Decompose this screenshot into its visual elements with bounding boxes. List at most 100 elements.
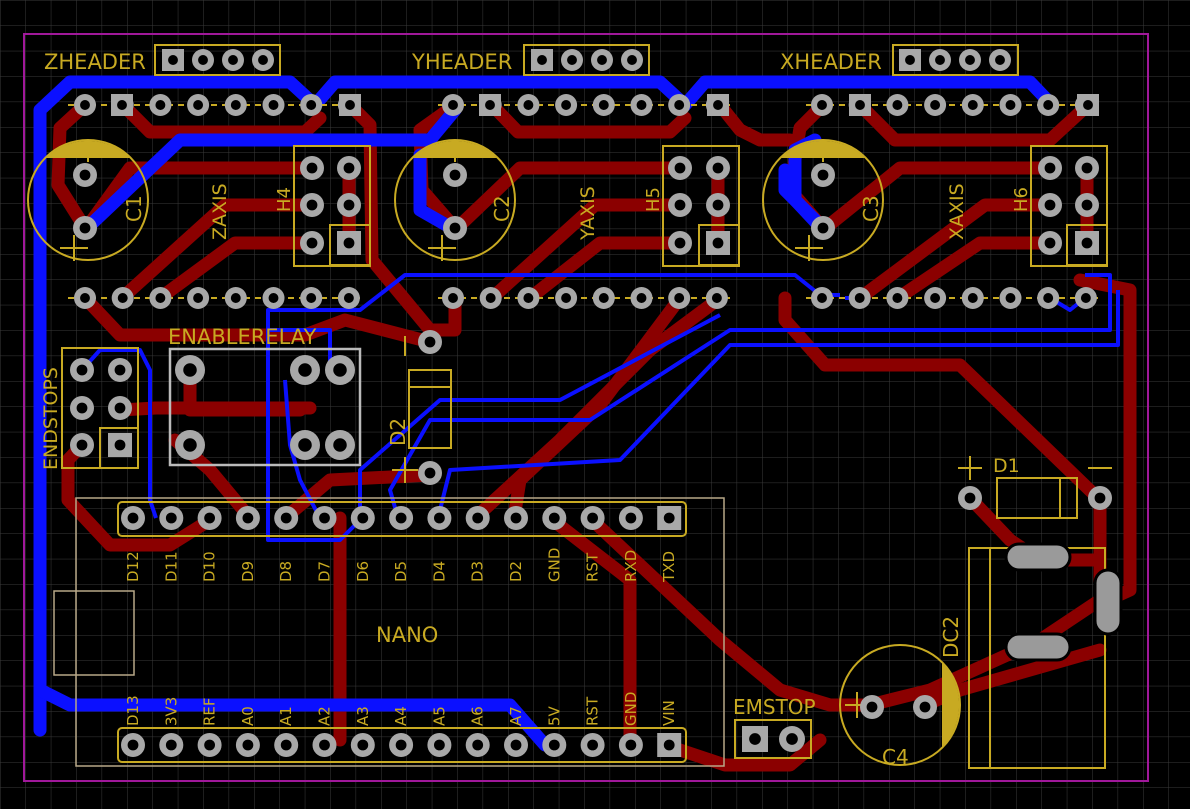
driver-bottom-pad[interactable] — [149, 287, 172, 309]
dc2-pads[interactable] — [1004, 542, 1123, 662]
driver-bottom-pad[interactable] — [924, 287, 947, 309]
driver-top-square-pad[interactable] — [111, 94, 133, 116]
driver-bottom-pad[interactable] — [442, 287, 464, 309]
xheader-pad[interactable] — [899, 49, 921, 71]
driver-top-pad[interactable] — [555, 94, 578, 116]
driver-bottom-pad[interactable] — [300, 287, 323, 309]
driver-bottom-pad[interactable] — [999, 287, 1022, 309]
relay-pad[interactable] — [290, 355, 320, 385]
h-pad[interactable] — [300, 193, 324, 217]
nano-top-pad[interactable] — [427, 506, 452, 530]
zheader-pad[interactable] — [192, 49, 214, 71]
h-pad[interactable] — [300, 156, 324, 180]
nano-top-pad[interactable] — [312, 506, 337, 530]
h-pad[interactable] — [1038, 156, 1062, 180]
driver-bottom-pad[interactable] — [592, 287, 615, 309]
driver-top-pad[interactable] — [811, 94, 833, 116]
driver-bottom-pad[interactable] — [705, 287, 728, 309]
driver-top-pad[interactable] — [1037, 94, 1060, 116]
h-pad[interactable] — [337, 156, 361, 180]
nano-top-pad[interactable] — [235, 506, 260, 530]
xheader-pad[interactable] — [959, 49, 981, 71]
driver-top-pad[interactable] — [668, 94, 691, 116]
relay-pad[interactable] — [325, 355, 355, 385]
nano-bottom-pad[interactable] — [465, 733, 490, 757]
h-pad[interactable] — [1038, 193, 1062, 217]
endstop-pad[interactable] — [70, 396, 94, 420]
nano-top-pad[interactable] — [121, 506, 145, 530]
yheader-pad[interactable] — [621, 49, 643, 71]
nano-top-pad[interactable] — [197, 506, 222, 530]
driver-bottom-pad[interactable] — [262, 287, 285, 309]
h-pad[interactable] — [1075, 156, 1099, 180]
h-pad[interactable] — [337, 231, 361, 255]
driver-bottom-pad[interactable] — [517, 287, 540, 309]
xheader-pad[interactable] — [929, 49, 951, 71]
driver-bottom-pad[interactable] — [668, 287, 691, 309]
xheader-pad[interactable] — [989, 49, 1011, 71]
nano-bottom-pad[interactable] — [542, 733, 567, 757]
nano-bottom-pad[interactable] — [504, 733, 528, 757]
driver-bottom-pad[interactable] — [187, 287, 210, 309]
h-pad[interactable] — [668, 156, 692, 180]
h-pad[interactable] — [668, 193, 692, 217]
h-pad[interactable] — [337, 193, 361, 217]
nano-bottom-pad[interactable] — [389, 733, 414, 757]
zheader-pad[interactable] — [222, 49, 244, 71]
endstop-pad[interactable] — [70, 433, 94, 457]
nano-bottom-pad[interactable] — [427, 733, 452, 757]
nano-top-pad[interactable] — [580, 506, 605, 530]
driver-bottom-pad[interactable] — [479, 287, 502, 309]
cap-pad[interactable] — [443, 163, 467, 187]
nano-top-pad[interactable] — [350, 506, 375, 530]
driver-bottom-pad[interactable] — [811, 287, 833, 309]
relay-pad[interactable] — [175, 430, 205, 460]
driver-bottom-pad[interactable] — [555, 287, 578, 309]
nano-top-pad[interactable] — [465, 506, 490, 530]
h-pad[interactable] — [706, 231, 730, 255]
emstop-pad[interactable] — [779, 726, 805, 752]
yheader-pad[interactable] — [561, 49, 583, 71]
nano-top-pad[interactable] — [618, 506, 643, 530]
nano-bottom-pad[interactable] — [312, 733, 337, 757]
driver-top-pad[interactable] — [300, 94, 323, 116]
driver-top-pad[interactable] — [224, 94, 247, 116]
nano-bottom-pad[interactable] — [197, 733, 222, 757]
driver-top-square-pad[interactable] — [707, 94, 729, 116]
h-pad[interactable] — [668, 231, 692, 255]
nano-top-pad[interactable] — [159, 506, 184, 530]
nano-top-pad[interactable] — [657, 506, 682, 530]
relay-pad[interactable] — [175, 355, 205, 385]
driver-top-pad[interactable] — [74, 94, 96, 116]
driver-bottom-pad[interactable] — [886, 287, 909, 309]
driver-bottom-pad[interactable] — [337, 287, 360, 309]
driver-top-square-pad[interactable] — [1077, 94, 1099, 116]
driver-top-pad[interactable] — [630, 94, 653, 116]
yheader-pad[interactable] — [591, 49, 613, 71]
h-pad[interactable] — [706, 156, 730, 180]
driver-bottom-pad[interactable] — [630, 287, 653, 309]
h-pad[interactable] — [1075, 193, 1099, 217]
nano-bottom-pad[interactable] — [159, 733, 184, 757]
driver-top-pad[interactable] — [442, 94, 464, 116]
driver-bottom-pad[interactable] — [111, 287, 134, 309]
driver-bottom-pad[interactable] — [74, 287, 96, 309]
driver-top-pad[interactable] — [886, 94, 909, 116]
driver-bottom-pad[interactable] — [1074, 287, 1097, 309]
h-pad[interactable] — [1038, 231, 1062, 255]
zheader-pad[interactable] — [252, 49, 274, 71]
nano-bottom-pad[interactable] — [657, 733, 682, 757]
d1-pad[interactable] — [958, 486, 982, 510]
cap-pad[interactable] — [443, 216, 467, 240]
driver-top-square-pad[interactable] — [849, 94, 871, 116]
driver-top-pad[interactable] — [517, 94, 540, 116]
driver-top-pad[interactable] — [187, 94, 210, 116]
c4-pad[interactable] — [913, 695, 937, 719]
c4-pad[interactable] — [860, 695, 884, 719]
driver-top-pad[interactable] — [149, 94, 172, 116]
nano-bottom-pad[interactable] — [235, 733, 260, 757]
nano-top-pad[interactable] — [504, 506, 528, 530]
driver-bottom-pad[interactable] — [1037, 287, 1060, 309]
driver-top-square-pad[interactable] — [339, 94, 361, 116]
